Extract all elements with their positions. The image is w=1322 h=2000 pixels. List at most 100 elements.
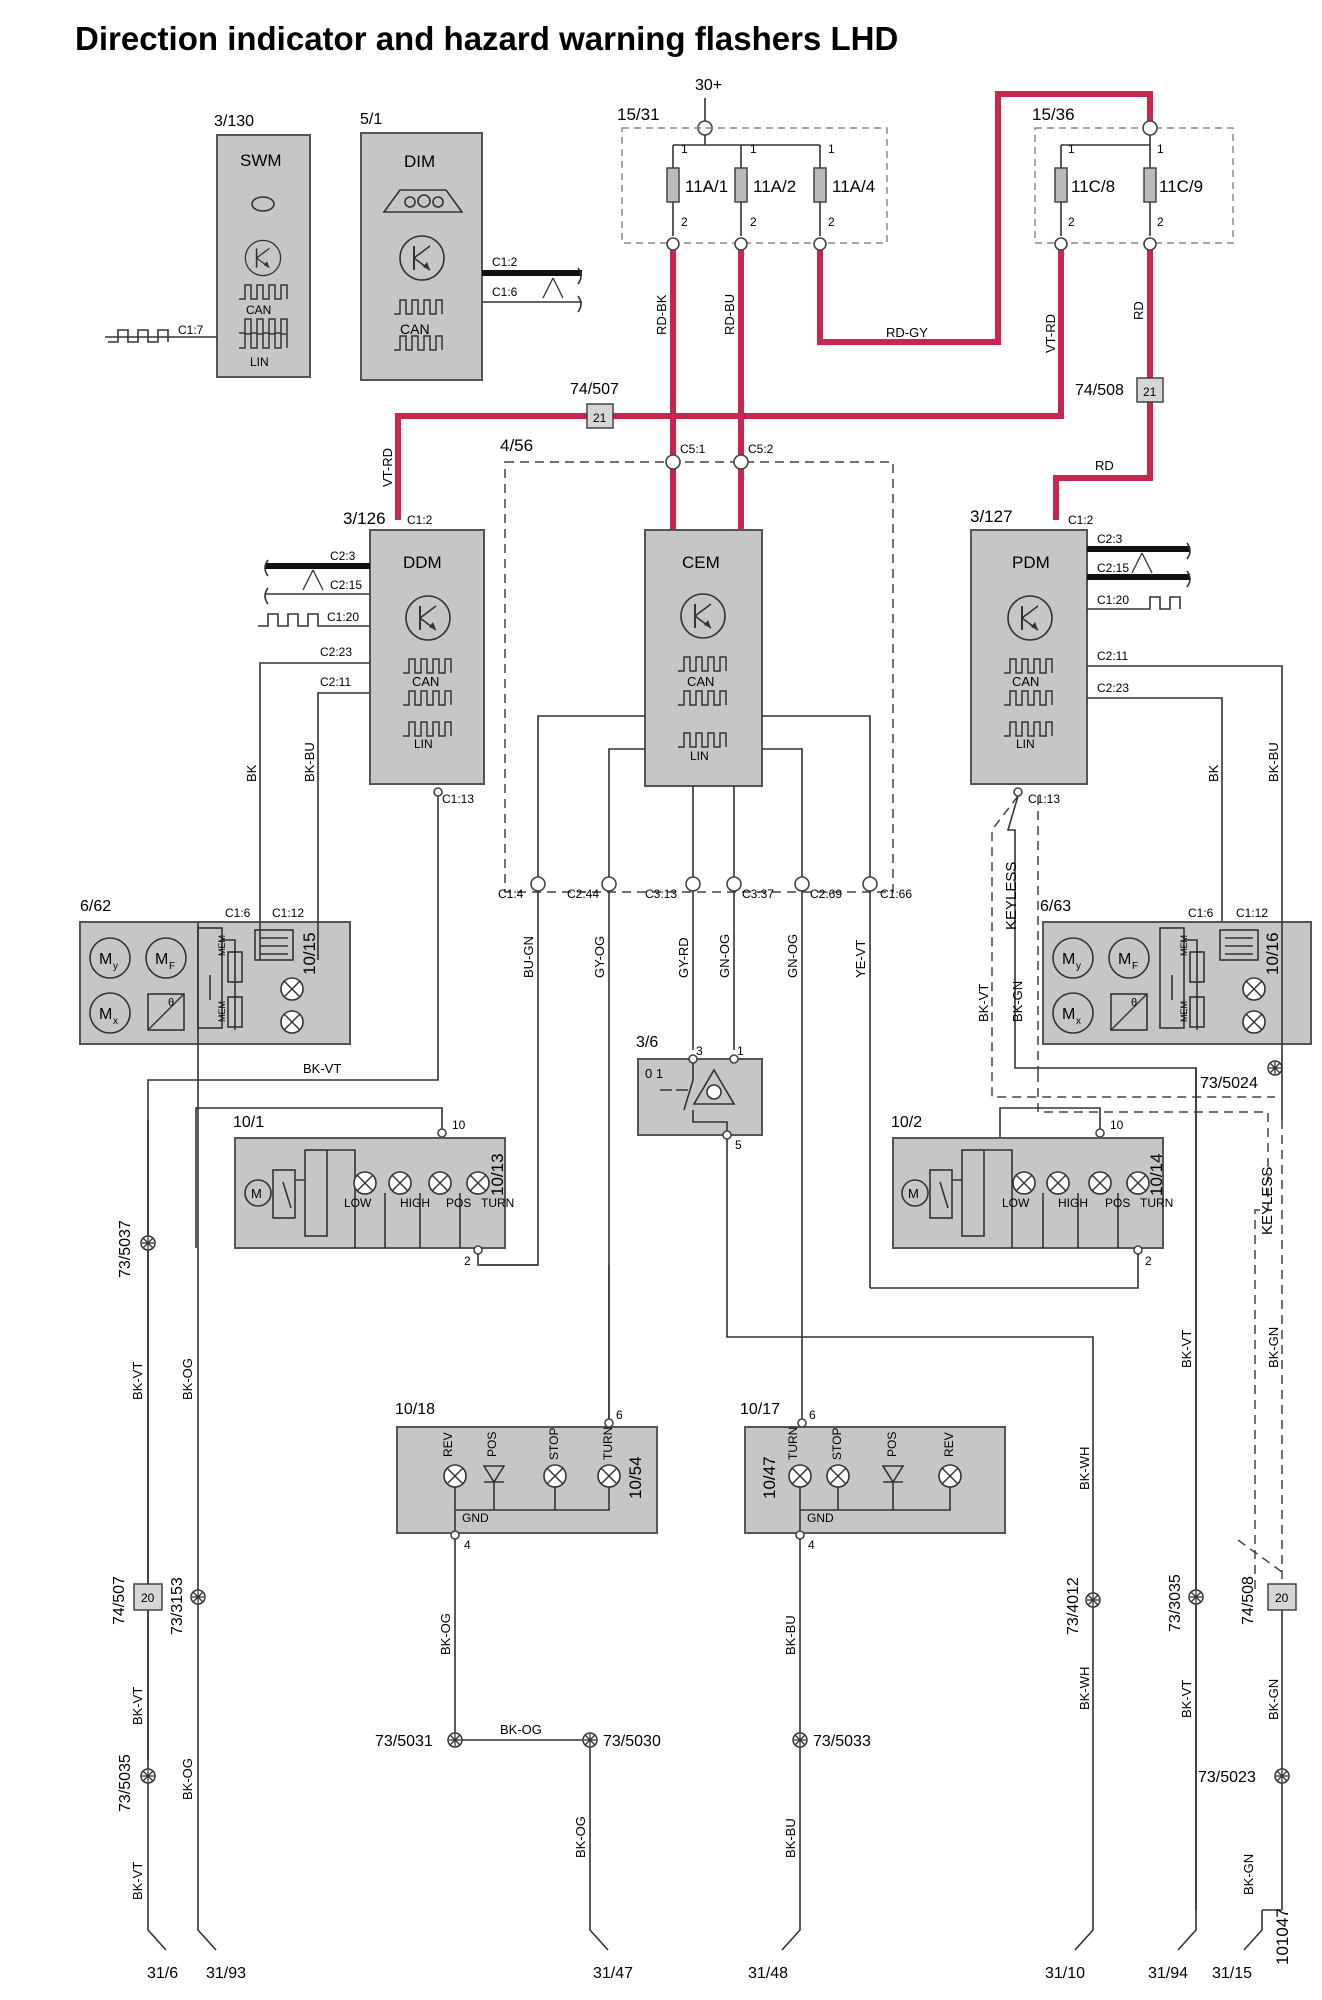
headlamp-left-ref: 10/1 xyxy=(233,1114,264,1131)
svg-text:C1:66: C1:66 xyxy=(880,887,912,901)
fuse-11a-1: 11A/1 xyxy=(685,177,728,196)
svg-text:LIN: LIN xyxy=(690,749,709,763)
fuse-11c-8: 11C/8 xyxy=(1071,177,1115,196)
svg-text:BK-OG: BK-OG xyxy=(180,1358,195,1400)
cem-name: CEM xyxy=(682,553,720,572)
svg-text:2: 2 xyxy=(1068,215,1075,229)
svg-text:BK-BU: BK-BU xyxy=(302,742,317,782)
svg-text:C1:6: C1:6 xyxy=(225,906,251,920)
svg-text:GND: GND xyxy=(807,1511,834,1525)
dim-module xyxy=(360,132,483,381)
svg-text:C2:11: C2:11 xyxy=(320,675,351,689)
svg-text:1: 1 xyxy=(1068,142,1075,156)
cem-boundary xyxy=(504,461,894,893)
ground-73-3035: 73/3035 xyxy=(1167,1574,1184,1632)
svg-text:C1:4: C1:4 xyxy=(498,887,524,901)
svg-text:C1:7: C1:7 xyxy=(178,323,204,337)
svg-text:F: F xyxy=(1132,961,1138,972)
svg-text:BK-VT: BK-VT xyxy=(1179,1680,1194,1718)
mirror-right-lamp: 10/16 xyxy=(1263,932,1282,975)
svg-text:POS: POS xyxy=(885,1432,899,1457)
svg-text:C5:2: C5:2 xyxy=(748,442,774,456)
svg-text:1: 1 xyxy=(1157,142,1164,156)
ground-73-5024: 73/5024 xyxy=(1200,1075,1258,1092)
svg-text:BK: BK xyxy=(244,764,259,782)
svg-text:C1:20: C1:20 xyxy=(1097,593,1129,607)
svg-text:C1:12: C1:12 xyxy=(272,906,304,920)
svg-text:C1:13: C1:13 xyxy=(442,792,474,806)
svg-text:74/508: 74/508 xyxy=(1075,382,1124,399)
svg-text:CAN: CAN xyxy=(246,303,271,317)
svg-text:GND: GND xyxy=(462,1511,489,1525)
svg-text:74/507: 74/507 xyxy=(570,381,619,398)
cem-module xyxy=(644,529,763,787)
ground-73-5023: 73/5023 xyxy=(1198,1769,1256,1786)
svg-text:BU-GN: BU-GN xyxy=(521,936,536,978)
keyless-label-1: KEYLESS xyxy=(1003,862,1020,930)
svg-text:MEM: MEM xyxy=(1179,1001,1189,1022)
svg-text:BK-GN: BK-GN xyxy=(1266,1327,1281,1368)
svg-text:5: 5 xyxy=(735,1138,742,1152)
splice-74-507 xyxy=(586,403,614,429)
svg-text:BK-GN: BK-GN xyxy=(1010,981,1025,1022)
svg-text:4: 4 xyxy=(464,1538,471,1552)
svg-text:TURN: TURN xyxy=(1140,1196,1173,1210)
svg-text:C3:13: C3:13 xyxy=(645,887,677,901)
svg-text:2: 2 xyxy=(1145,1254,1152,1268)
headlamp-left-lamp: 10/13 xyxy=(488,1153,507,1196)
svg-text:C2:15: C2:15 xyxy=(330,578,362,592)
svg-text:M: M xyxy=(1118,951,1131,968)
svg-text:LOW: LOW xyxy=(344,1196,372,1210)
svg-text:1: 1 xyxy=(737,1044,744,1058)
svg-text:BK-GN: BK-GN xyxy=(1266,1679,1281,1720)
svg-text:3: 3 xyxy=(696,1044,703,1058)
svg-text:BK-VT: BK-VT xyxy=(130,1687,145,1725)
svg-text:C1:6: C1:6 xyxy=(1188,906,1214,920)
svg-text:C2:44: C2:44 xyxy=(567,887,599,901)
ground-73-5035: 73/5035 xyxy=(117,1754,134,1812)
svg-text:RD: RD xyxy=(1095,458,1114,473)
svg-text:POS: POS xyxy=(485,1432,499,1457)
svg-text:M: M xyxy=(99,1006,112,1023)
fusebox-15-31 xyxy=(621,127,888,244)
svg-text:21: 21 xyxy=(1143,385,1157,399)
mirror-left xyxy=(79,921,351,1045)
svg-text:10: 10 xyxy=(1110,1118,1124,1132)
svg-text:BK-GN: BK-GN xyxy=(1241,1854,1256,1895)
svg-text:1: 1 xyxy=(750,142,757,156)
svg-text:BK-BU: BK-BU xyxy=(783,1615,798,1655)
svg-text:BK-OG: BK-OG xyxy=(500,1722,542,1737)
swm-name: SWM xyxy=(240,151,282,170)
ground-31-93: 31/93 xyxy=(206,1965,246,1982)
svg-text:REV: REV xyxy=(441,1432,455,1457)
svg-text:YE-VT: YE-VT xyxy=(853,940,868,978)
svg-text:21: 21 xyxy=(593,411,607,425)
svg-text:6: 6 xyxy=(809,1408,816,1422)
svg-text:GY-OG: GY-OG xyxy=(592,936,607,978)
wire-vt-rd xyxy=(395,244,1064,520)
svg-text:C1:2: C1:2 xyxy=(407,513,433,527)
svg-text:MEM: MEM xyxy=(217,935,227,956)
svg-text:F: F xyxy=(169,961,175,972)
svg-text:20: 20 xyxy=(141,1591,155,1605)
drawing-number: 101047 xyxy=(1273,1908,1292,1965)
svg-text:GY-RD: GY-RD xyxy=(676,937,691,978)
svg-text:C2:23: C2:23 xyxy=(320,645,352,659)
ddm-ref: 3/126 xyxy=(343,509,386,528)
svg-text:STOP: STOP xyxy=(547,1428,561,1460)
svg-text:2: 2 xyxy=(828,215,835,229)
keyless-label-2: KEYLESS xyxy=(1259,1167,1276,1235)
fuse-11c-9: 11C/9 xyxy=(1159,177,1203,196)
svg-text:TURN: TURN xyxy=(786,1427,800,1460)
svg-text:MEM: MEM xyxy=(1179,935,1189,956)
svg-text:BK-WH: BK-WH xyxy=(1077,1447,1092,1490)
dim-name: DIM xyxy=(404,152,435,171)
svg-text:POS: POS xyxy=(1105,1196,1130,1210)
mirror-right-ref: 6/63 xyxy=(1040,898,1071,915)
ground-73-5033: 73/5033 xyxy=(813,1733,871,1750)
mirror-left-lamp: 10/15 xyxy=(300,932,319,975)
svg-text:C1:2: C1:2 xyxy=(492,255,518,269)
splice-74-507-lower xyxy=(133,1583,163,1611)
svg-text:M: M xyxy=(155,951,168,968)
svg-text:VT-RD: VT-RD xyxy=(380,448,395,487)
